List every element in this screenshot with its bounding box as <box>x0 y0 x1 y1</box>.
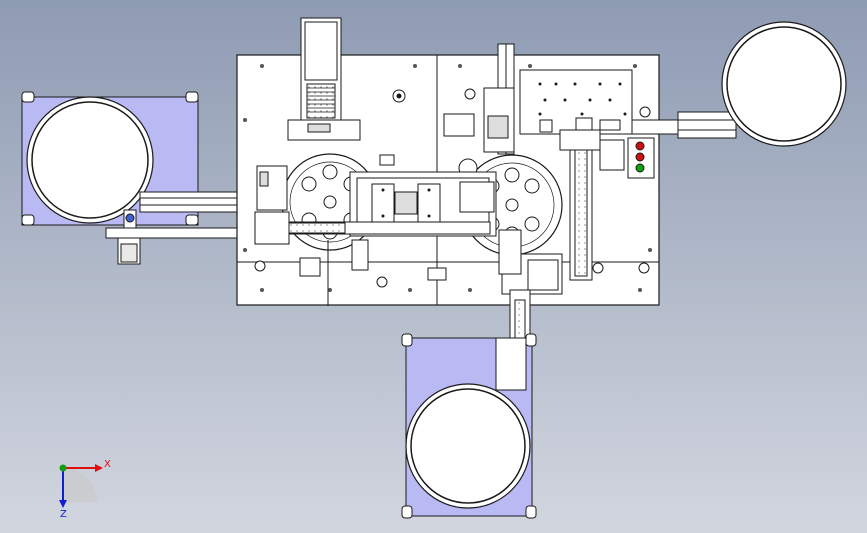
z-axis-label: Z <box>60 509 67 520</box>
bottom-bowl <box>405 383 531 509</box>
pusher-cylinder <box>351 239 369 271</box>
central-transfer-unit[interactable] <box>254 165 497 245</box>
bottom-vibratory-bowl-feeder[interactable] <box>401 333 537 519</box>
top-magazine-feeder <box>287 17 361 141</box>
right-control-block <box>483 43 633 155</box>
right-vibratory-bowl-feeder[interactable] <box>721 21 847 147</box>
y-axis-dot <box>59 464 67 472</box>
right-feeder-arm <box>631 111 737 139</box>
right-output-conveyor <box>559 129 625 281</box>
bottom-linear-chute <box>498 229 563 391</box>
stop-button-icon[interactable] <box>635 152 645 162</box>
right-bowl <box>721 21 847 147</box>
start-button-icon[interactable] <box>635 163 645 173</box>
x-axis-label: X <box>104 459 111 470</box>
operator-button-panel[interactable] <box>627 137 655 179</box>
left-linear-feeder <box>105 209 243 265</box>
emergency-stop-icon[interactable] <box>635 141 645 151</box>
small-bracket <box>299 257 321 277</box>
left-bowl <box>26 96 154 224</box>
